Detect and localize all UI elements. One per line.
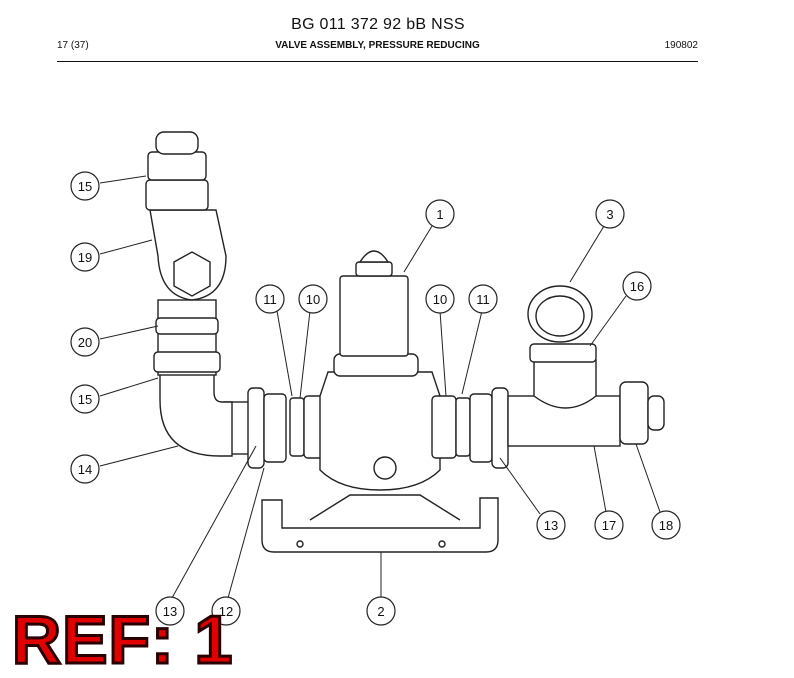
callout-13-left: 13 bbox=[155, 596, 185, 626]
svg-text:1: 1 bbox=[436, 207, 443, 222]
svg-text:19: 19 bbox=[78, 250, 92, 265]
svg-text:13: 13 bbox=[163, 604, 177, 619]
svg-text:10: 10 bbox=[433, 292, 447, 307]
svg-text:13: 13 bbox=[544, 518, 558, 533]
ref-stamp: REF: 1 bbox=[10, 602, 234, 678]
header-row: 17 (37) VALVE ASSEMBLY, PRESSURE REDUCIN… bbox=[57, 40, 698, 54]
callout-10-right: 10 bbox=[425, 284, 455, 314]
sheet-title: VALVE ASSEMBLY, PRESSURE REDUCING bbox=[275, 40, 480, 51]
page-number: 17 (37) bbox=[57, 40, 89, 51]
document-date: 190802 bbox=[664, 40, 698, 51]
callout-12: 12 bbox=[211, 596, 241, 626]
leader-lines bbox=[99, 175, 661, 599]
svg-text:14: 14 bbox=[78, 462, 92, 477]
callout-11-left: 11 bbox=[255, 284, 285, 314]
svg-text:11: 11 bbox=[476, 292, 490, 307]
callout-20: 20 bbox=[70, 327, 100, 357]
svg-text:20: 20 bbox=[78, 335, 92, 350]
mounting-bracket bbox=[261, 497, 499, 553]
svg-text:2: 2 bbox=[377, 604, 384, 619]
callout-11-right: 11 bbox=[468, 284, 498, 314]
svg-text:16: 16 bbox=[630, 279, 644, 294]
callout-15-top: 15 bbox=[70, 171, 100, 201]
svg-text:15: 15 bbox=[78, 179, 92, 194]
callout-13-right: 13 bbox=[536, 510, 566, 540]
callout-19: 19 bbox=[70, 242, 100, 272]
callouts: 15 19 20 15 14 1 3 16 11 10 10 11 13 17 … bbox=[70, 171, 681, 626]
svg-text:15: 15 bbox=[78, 392, 92, 407]
top-fitting-15 bbox=[155, 131, 199, 155]
valve-body bbox=[319, 371, 441, 491]
callout-3: 3 bbox=[595, 199, 625, 229]
callout-16: 16 bbox=[622, 271, 652, 301]
svg-text:12: 12 bbox=[219, 604, 233, 619]
callout-15-lower: 15 bbox=[70, 384, 100, 414]
svg-text:11: 11 bbox=[263, 292, 277, 307]
svg-text:10: 10 bbox=[306, 292, 320, 307]
header-rule bbox=[57, 61, 698, 62]
callout-18: 18 bbox=[651, 510, 681, 540]
assembly-parts bbox=[145, 131, 665, 553]
svg-text:3: 3 bbox=[606, 207, 613, 222]
valve-bonnet bbox=[339, 275, 409, 357]
callout-2: 2 bbox=[366, 596, 396, 626]
callout-10-left: 10 bbox=[298, 284, 328, 314]
callout-17: 17 bbox=[594, 510, 624, 540]
svg-text:17: 17 bbox=[602, 518, 616, 533]
svg-text:18: 18 bbox=[659, 518, 673, 533]
callout-14: 14 bbox=[70, 454, 100, 484]
elbow-14 bbox=[159, 371, 233, 457]
callout-1: 1 bbox=[425, 199, 455, 229]
document-number: BG 011 372 92 bB NSS bbox=[291, 16, 465, 33]
